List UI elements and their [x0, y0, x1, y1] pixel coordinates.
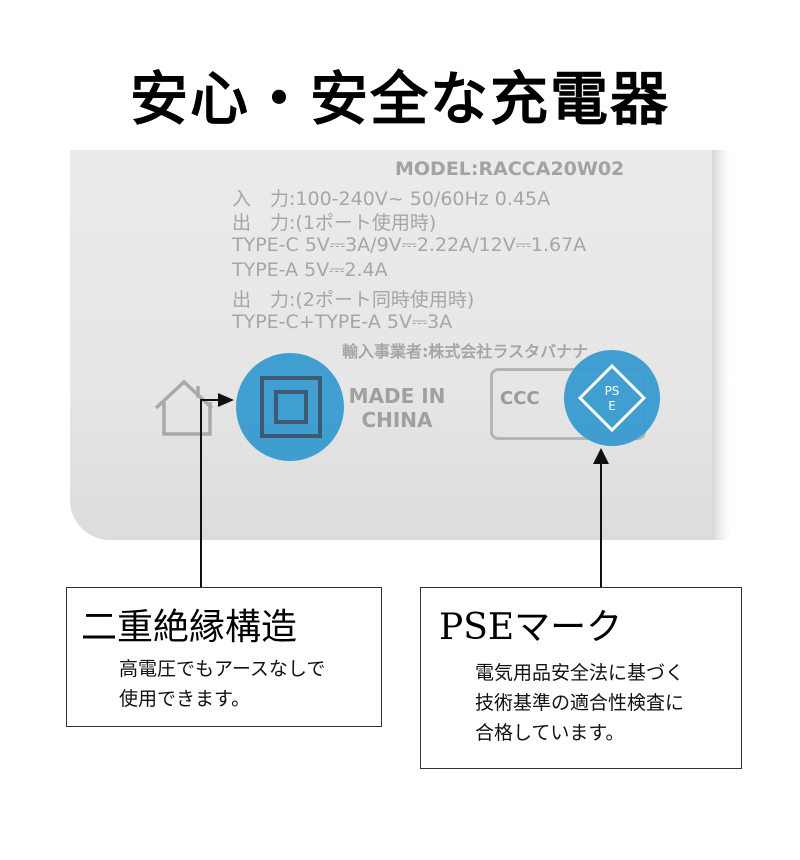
callout-title: 二重絶縁構造 — [81, 607, 298, 648]
spec-line-combined: TYPE-C+TYPE-A 5V⎓3A — [232, 311, 453, 333]
spec-line-output-1: 出 力:(1ポート使用時) — [232, 212, 437, 234]
pse-diamond-icon: PS E — [577, 363, 647, 433]
spec-line-input: 入 力:100-240V~ 50/60Hz 0.45A — [232, 188, 551, 210]
arrow-head-icon — [593, 448, 609, 464]
double-square-icon — [260, 376, 322, 438]
ccc-mark: CCC — [500, 388, 540, 409]
page-title: 安心・安全な充電器 — [129, 65, 670, 133]
callout-body-line-2: 使用できます。 — [119, 688, 251, 710]
spec-line-typea: TYPE-A 5V⎓2.4A — [232, 259, 388, 281]
importer-text: 輸入事業者:株式会社ラスタバナナ — [342, 342, 589, 361]
made-in-line-2: CHINA — [361, 408, 433, 432]
callout-body-line-3: 合格しています。 — [475, 722, 625, 744]
spec-line-output-2: 出 力:(2ポート同時使用時) — [232, 289, 475, 311]
charger-photo: MODEL:RACCA20W02 入 力:100-240V~ 50/60Hz 0… — [70, 150, 730, 540]
arrow-head-icon — [218, 393, 234, 407]
device-edge — [712, 150, 730, 540]
pse-mark-line-1: PS — [605, 384, 620, 398]
double-insulation-leader-horizontal — [200, 399, 222, 401]
double-insulation-highlight — [236, 353, 344, 461]
pse-callout: PSEマーク 電気用品安全法に基づく 技術基準の適合性検査に 合格しています。 — [420, 587, 742, 769]
callout-body: 高電圧でもアースなしで 使用できます。 — [119, 654, 325, 714]
pse-leader-vertical — [600, 462, 602, 588]
double-insulation-leader-vertical — [200, 400, 202, 588]
callout-body: 電気用品安全法に基づく 技術基準の適合性検査に 合格しています。 — [475, 658, 684, 748]
house-icon — [154, 379, 214, 436]
spec-line-typec: TYPE-C 5V⎓3A/9V⎓2.22A/12V⎓1.67A — [232, 234, 587, 256]
model-number: MODEL:RACCA20W02 — [395, 158, 625, 180]
callout-title: PSEマーク — [439, 607, 623, 648]
made-in-line-1: MADE IN — [348, 384, 446, 408]
double-insulation-callout: 二重絶縁構造 高電圧でもアースなしで 使用できます。 — [66, 587, 382, 727]
callout-body-line-1: 電気用品安全法に基づく — [475, 662, 685, 684]
callout-body-line-1: 高電圧でもアースなしで — [119, 658, 326, 680]
callout-body-line-2: 技術基準の適合性検査に — [475, 692, 685, 714]
pse-mark-line-2: E — [608, 399, 616, 413]
made-in-text: MADE IN CHINA — [342, 384, 452, 432]
